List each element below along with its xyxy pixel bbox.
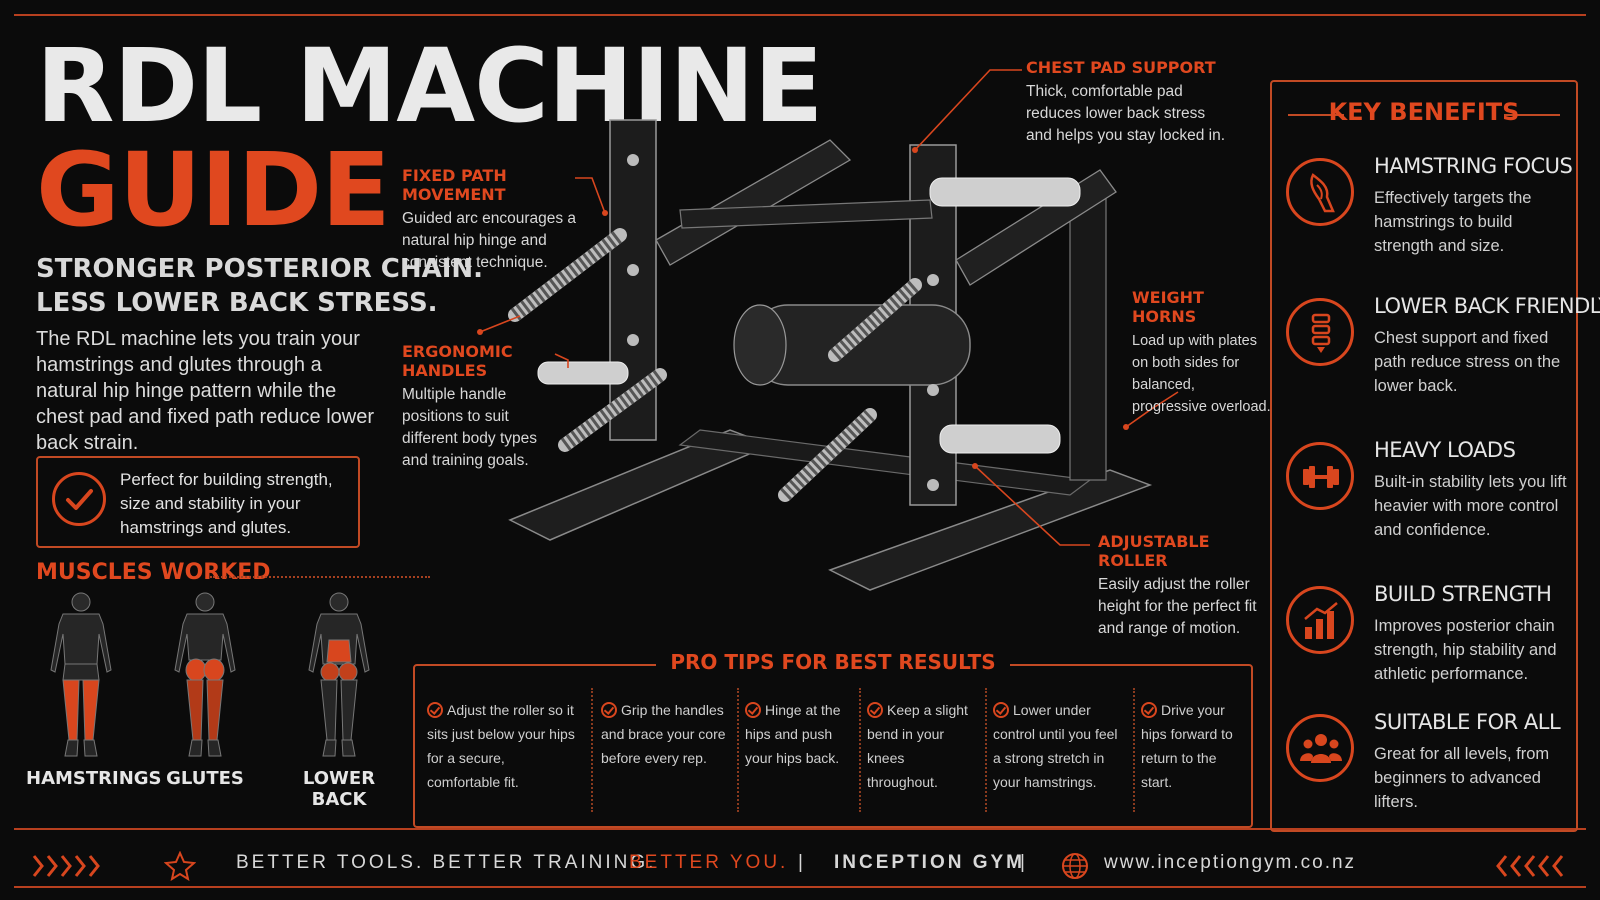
benefit-text: Great for all levels, from beginners to … <box>1374 745 1550 811</box>
callout-text: Perfect for building strength, size and … <box>120 470 333 537</box>
tip-check-icon <box>993 702 1009 718</box>
benefit-text: Improves posterior chain strength, hip s… <box>1374 617 1557 683</box>
tip-item: Lower under control until you feel a str… <box>993 698 1127 810</box>
tip-check-icon <box>427 702 443 718</box>
tip-text: Adjust the roller so it sits just below … <box>427 702 575 790</box>
tip-check-icon <box>601 702 617 718</box>
tip-text: Keep a slight bend in your knees through… <box>867 702 968 790</box>
chevrons-right-icon <box>32 855 100 877</box>
footer-separator: | <box>1020 852 1028 873</box>
star-icon <box>164 851 196 881</box>
globe-icon <box>1062 853 1088 879</box>
benefit-text: Effectively targets the hamstrings to bu… <box>1374 189 1532 255</box>
tip-item: Grip the handles and brace your core bef… <box>601 698 727 810</box>
tip-text: Lower under control until you feel a str… <box>993 702 1118 790</box>
benefit-title: HAMSTRING FOCUS <box>1374 154 1573 178</box>
bottom-border <box>14 828 1586 830</box>
benefit-text: Chest support and fixed path reduce stre… <box>1374 329 1561 395</box>
chevrons-left-icon <box>1496 855 1564 877</box>
top-border <box>14 14 1586 16</box>
benefit-text: Built-in stability lets you lift heavier… <box>1374 473 1567 539</box>
tip-separator <box>985 688 987 812</box>
annotation-chest-pad-text: Thick, comfortable pad reduces lower bac… <box>1026 83 1226 144</box>
tip-text: Grip the handles and brace your core bef… <box>601 702 726 766</box>
benefit-title: BUILD STRENGTH <box>1374 582 1552 606</box>
annotation-adjustable-roller-title: ADJUSTABLE ROLLER <box>1098 532 1210 570</box>
muscles-divider <box>210 576 430 578</box>
tip-separator <box>737 688 739 812</box>
group-icon <box>1286 714 1354 782</box>
pro-tips-heading: PRO TIPS FOR BEST RESULTS <box>415 650 1251 674</box>
annotation-weight-horns-title: WEIGHT HORNS <box>1132 288 1204 326</box>
page-title-line1: RDL MACHINE <box>36 27 823 146</box>
footer-tagline: BETTER TOOLS. BETTER TRAINING. <box>236 852 657 873</box>
annotation-chest-pad-title: CHEST PAD SUPPORT <box>1026 58 1216 77</box>
dumbbell-icon <box>1286 442 1354 510</box>
subtitle-line1: STRONGER POSTERIOR CHAIN. <box>36 254 484 284</box>
annotation-handles: ERGONOMIC HANDLES Multiple handle positi… <box>402 342 562 472</box>
muscle-label-lower-back: LOWER BACK <box>302 768 376 810</box>
muscle-glutes: GLUTES <box>150 590 260 790</box>
tip-separator <box>591 688 593 812</box>
annotation-fixed-path: FIXED PATH MOVEMENT Guided arc encourage… <box>402 166 582 274</box>
annotation-fixed-path-title: FIXED PATH MOVEMENT <box>402 166 507 204</box>
page-title-line2: GUIDE <box>36 131 391 250</box>
footer-tagline-accent: BETTER YOU. <box>629 852 789 873</box>
footer-brand: INCEPTION GYM <box>834 852 1026 873</box>
benefit-title: HEAVY LOADS <box>1374 438 1516 462</box>
benefits-heading-rule <box>1288 114 1344 116</box>
footer: BETTER TOOLS. BETTER TRAINING. BETTER YO… <box>0 848 1600 884</box>
muscle-hamstrings: HAMSTRINGS <box>26 590 162 790</box>
lower-back-figure-icon <box>308 592 370 757</box>
tip-item: Adjust the roller so it sits just below … <box>427 698 577 810</box>
tip-separator <box>859 688 861 812</box>
leg-muscle-icon <box>1286 158 1354 226</box>
subtitle: STRONGER POSTERIOR CHAIN. LESS LOWER BAC… <box>36 252 483 320</box>
benefit-title: SUITABLE FOR ALL <box>1374 710 1561 734</box>
glutes-figure-icon <box>174 592 236 757</box>
annotation-handles-text: Multiple handle positions to suit differ… <box>402 386 537 469</box>
tip-item: Hinge at the hips and push your hips bac… <box>745 698 851 810</box>
callout-box: Perfect for building strength, size and … <box>36 456 360 548</box>
tip-check-icon <box>1141 702 1157 718</box>
annotation-weight-horns: WEIGHT HORNS Load up with plates on both… <box>1132 288 1272 418</box>
tip-check-icon <box>867 702 883 718</box>
spine-icon <box>1286 298 1354 366</box>
tip-item: Keep a slight bend in your knees through… <box>867 698 977 810</box>
annotation-adjustable-roller: ADJUSTABLE ROLLER Easily adjust the roll… <box>1098 532 1258 640</box>
pro-tips-heading-text: PRO TIPS FOR BEST RESULTS <box>656 650 1010 674</box>
tip-text: Drive your hips forward to return to the… <box>1141 702 1233 790</box>
subtitle-line2: LESS LOWER BACK STRESS. <box>36 288 438 318</box>
growth-chart-icon <box>1286 586 1354 654</box>
tip-check-icon <box>745 702 761 718</box>
footer-separator: | <box>798 852 806 873</box>
check-icon <box>52 472 106 526</box>
annotation-handles-title: ERGONOMIC HANDLES <box>402 342 513 380</box>
key-benefits-heading: KEY BENEFITS <box>1328 98 1520 126</box>
muscle-lower-back: LOWER BACK <box>284 590 394 810</box>
annotation-fixed-path-text: Guided arc encourages a natural hip hing… <box>402 210 577 271</box>
annotation-adjustable-roller-text: Easily adjust the roller height for the … <box>1098 576 1257 637</box>
tip-separator <box>1133 688 1135 812</box>
annotation-weight-horns-text: Load up with plates on both sides for ba… <box>1132 333 1271 415</box>
muscle-label-hamstrings: HAMSTRINGS <box>26 768 162 789</box>
muscle-label-glutes: GLUTES <box>166 768 244 789</box>
tip-item: Drive your hips forward to return to the… <box>1141 698 1243 810</box>
tip-text: Hinge at the hips and push your hips bac… <box>745 702 841 766</box>
intro-paragraph: The RDL machine lets you train your hams… <box>36 328 374 454</box>
footer-bottom-border <box>14 886 1586 888</box>
pro-tips-box: PRO TIPS FOR BEST RESULTS Adjust the rol… <box>413 650 1253 828</box>
muscles-heading: MUSCLES WORKED <box>36 560 271 585</box>
benefits-heading-rule <box>1504 114 1560 116</box>
footer-website-link[interactable]: www.inceptiongym.co.nz <box>1104 852 1357 873</box>
key-benefits-box: KEY BENEFITS HAMSTRING FOCUS Effectively… <box>1270 80 1600 832</box>
annotation-chest-pad: CHEST PAD SUPPORT Thick, comfortable pad… <box>1026 58 1226 147</box>
benefit-title: LOWER BACK FRIENDLY <box>1374 294 1600 318</box>
hamstrings-figure-icon <box>50 592 112 757</box>
